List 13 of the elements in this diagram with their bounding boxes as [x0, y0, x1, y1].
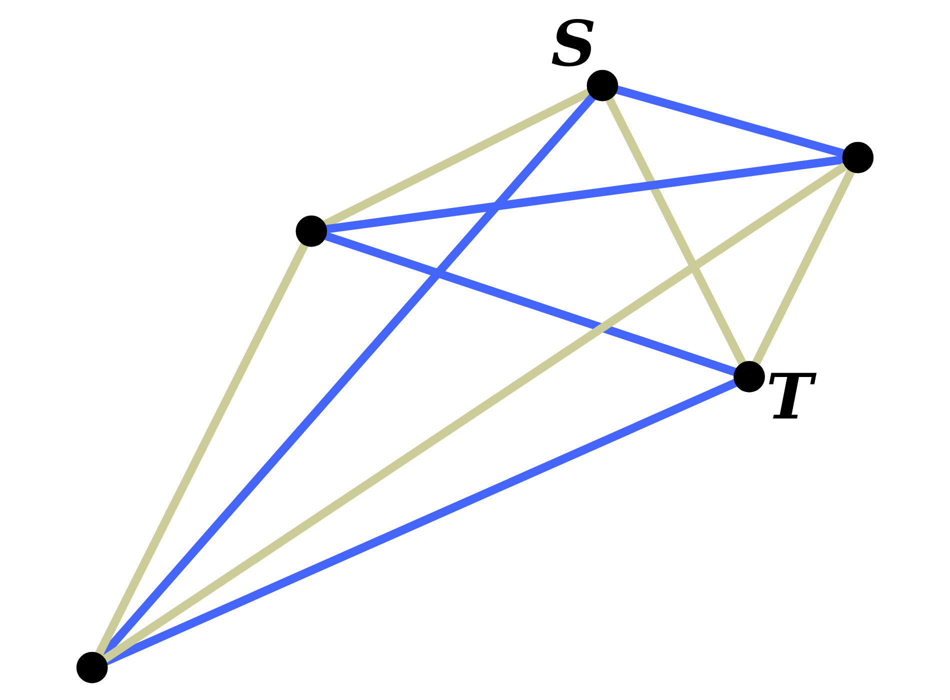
connector: [752, 168, 856, 365]
connector: [326, 155, 844, 234]
connector: [95, 242, 308, 656]
connector: [616, 86, 845, 158]
connector: [324, 232, 736, 376]
node-circle: [586, 70, 618, 102]
connector: [102, 162, 847, 663]
node-circle: [734, 361, 765, 392]
node-circle: [842, 142, 874, 174]
node-circle: [76, 652, 108, 684]
node-label: S: [551, 6, 596, 81]
node-circle: [296, 215, 328, 247]
connector: [605, 96, 746, 366]
